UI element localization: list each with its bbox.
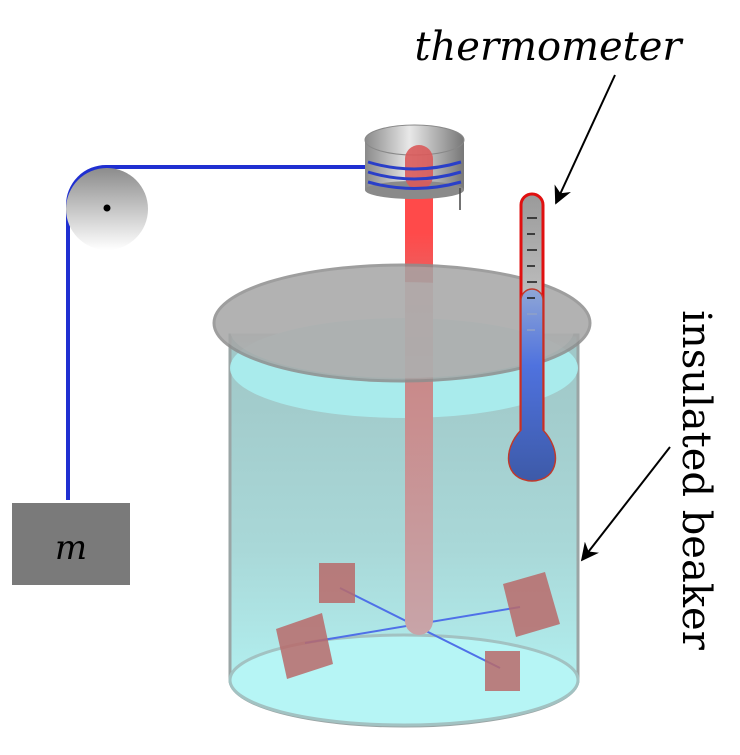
thermometer-ticks <box>527 217 537 331</box>
thermometer-mercury <box>507 288 557 482</box>
beaker-arrow <box>580 446 671 562</box>
thermometer-label: thermometer <box>414 24 684 70</box>
lid-inner <box>230 282 574 378</box>
thermometer-arrow <box>554 74 616 205</box>
mass-label: m <box>55 528 87 568</box>
beaker-lid <box>212 263 592 383</box>
thermometer <box>507 192 557 482</box>
pulley <box>66 168 148 250</box>
spool <box>364 124 465 210</box>
paddle-2 <box>485 651 520 691</box>
hanging-mass: m <box>12 503 130 585</box>
paddle-assembly <box>276 563 560 691</box>
thermometer-callout: thermometer <box>414 24 684 205</box>
insulated-beaker-label: insulated beaker <box>673 310 719 651</box>
mass-block <box>12 503 130 585</box>
paddle-3 <box>276 613 333 679</box>
pulley-axle <box>103 204 111 212</box>
spool-string-wraps <box>367 160 462 190</box>
beaker-callout: insulated beaker <box>580 310 719 651</box>
stirring-rod <box>405 145 433 635</box>
paddle-4 <box>503 572 560 637</box>
paddle-1 <box>319 563 355 603</box>
